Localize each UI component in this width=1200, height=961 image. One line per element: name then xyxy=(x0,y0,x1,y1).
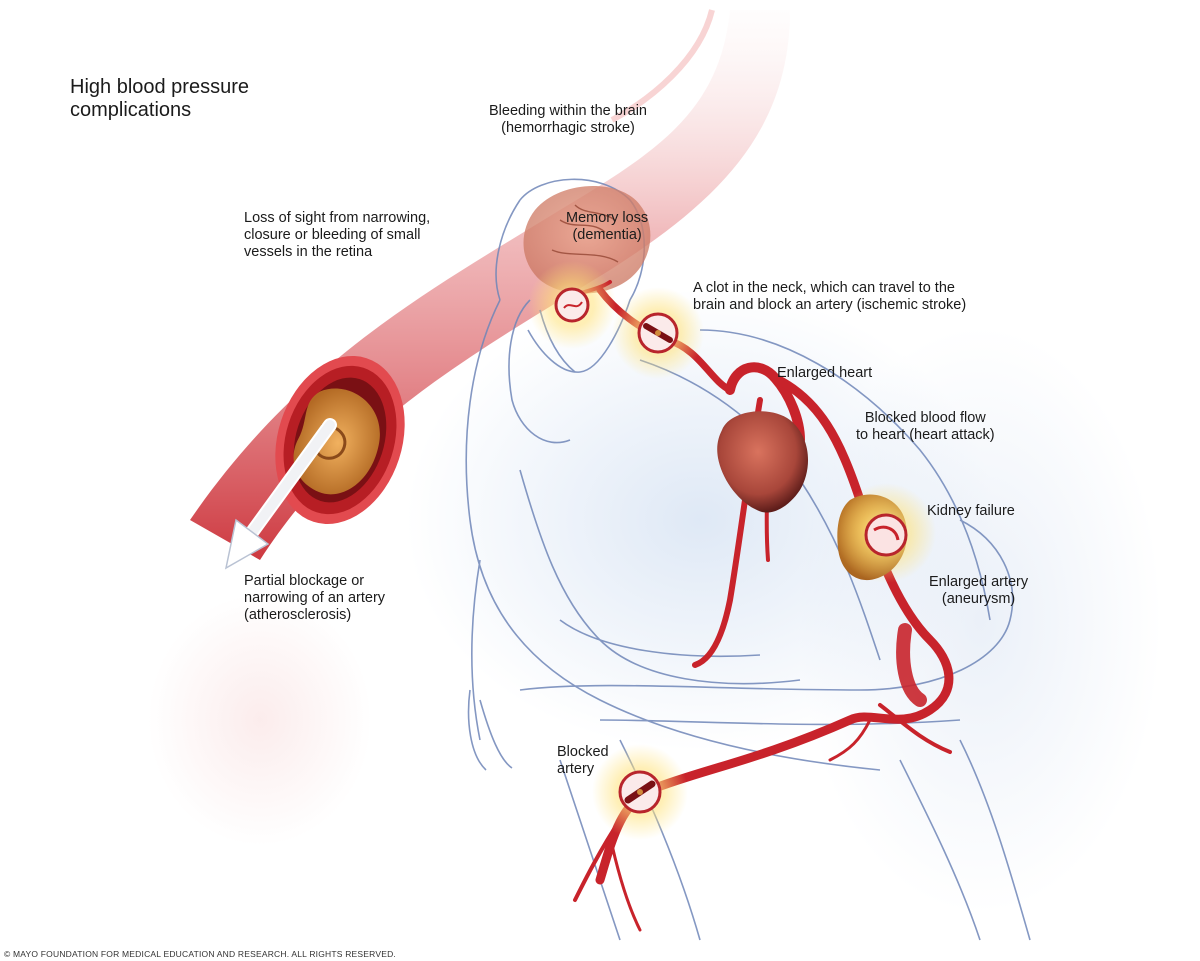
label-retina-line-3: vessels in the retina xyxy=(244,244,373,260)
label-aneurysm-line-1: Enlarged artery xyxy=(929,574,1029,590)
label-enlarged-heart-line-1: Enlarged heart xyxy=(777,365,873,381)
label-aneurysm-line-2: (aneurysm) xyxy=(941,591,1016,607)
label-heart-attack-line-2: to heart (heart attack) xyxy=(856,427,995,443)
label-hemorrhagic-stroke-line-1: Bleeding within the brain xyxy=(489,103,647,119)
label-retina-line-2: closure or bleeding of small xyxy=(244,227,421,243)
label-retina-line-1: Loss of sight from narrowing, xyxy=(244,210,431,226)
label-dementia: Memory loss (dementia) xyxy=(566,210,648,244)
label-blocked-artery: Blocked artery xyxy=(557,744,609,778)
label-dementia-line-1: Memory loss xyxy=(566,210,649,226)
label-retina: Loss of sight from narrowing, closure or… xyxy=(244,210,430,261)
magnifier-blocked-artery-icon xyxy=(618,770,662,814)
label-blocked-artery-line-2: artery xyxy=(557,761,595,777)
heart xyxy=(717,411,809,513)
label-ischemic-stroke: A clot in the neck, which can travel to … xyxy=(693,280,966,314)
label-atherosclerosis-line-1: Partial blockage or xyxy=(244,573,365,589)
magnifier-kidney-icon xyxy=(864,513,908,557)
label-blocked-artery-line-1: Blocked xyxy=(557,744,609,760)
label-aneurysm: Enlarged artery (aneurysm) xyxy=(929,574,1028,608)
label-atherosclerosis-line-2: narrowing of an artery xyxy=(244,590,386,606)
diagram-title: High blood pressure complications xyxy=(70,76,249,122)
label-hemorrhagic-stroke: Bleeding within the brain (hemorrhagic s… xyxy=(489,103,647,137)
label-enlarged-heart: Enlarged heart xyxy=(777,365,872,382)
label-heart-attack: Blocked blood flow to heart (heart attac… xyxy=(856,410,995,444)
label-atherosclerosis: Partial blockage or narrowing of an arte… xyxy=(244,573,385,624)
label-dementia-line-2: (dementia) xyxy=(572,227,642,243)
label-kidney-failure-line-1: Kidney failure xyxy=(927,503,1015,519)
label-hemorrhagic-stroke-line-2: (hemorrhagic stroke) xyxy=(501,120,635,136)
label-ischemic-stroke-line-2: brain and block an artery (ischemic stro… xyxy=(693,297,967,313)
label-atherosclerosis-line-3: (atherosclerosis) xyxy=(244,607,352,623)
label-heart-attack-line-1: Blocked blood flow xyxy=(864,410,986,426)
title-line-2: complications xyxy=(70,99,192,121)
magnifier-brain-bleed-icon xyxy=(554,287,590,323)
title-line-1: High blood pressure xyxy=(70,76,249,98)
magnifier-neck-clot-icon xyxy=(637,312,679,354)
artery-cross-section xyxy=(275,355,405,525)
arrow-icon xyxy=(224,418,337,570)
copyright-notice: © MAYO FOUNDATION FOR MEDICAL EDUCATION … xyxy=(4,949,396,959)
label-ischemic-stroke-line-1: A clot in the neck, which can travel to … xyxy=(693,280,955,296)
label-kidney-failure: Kidney failure xyxy=(927,503,1015,520)
